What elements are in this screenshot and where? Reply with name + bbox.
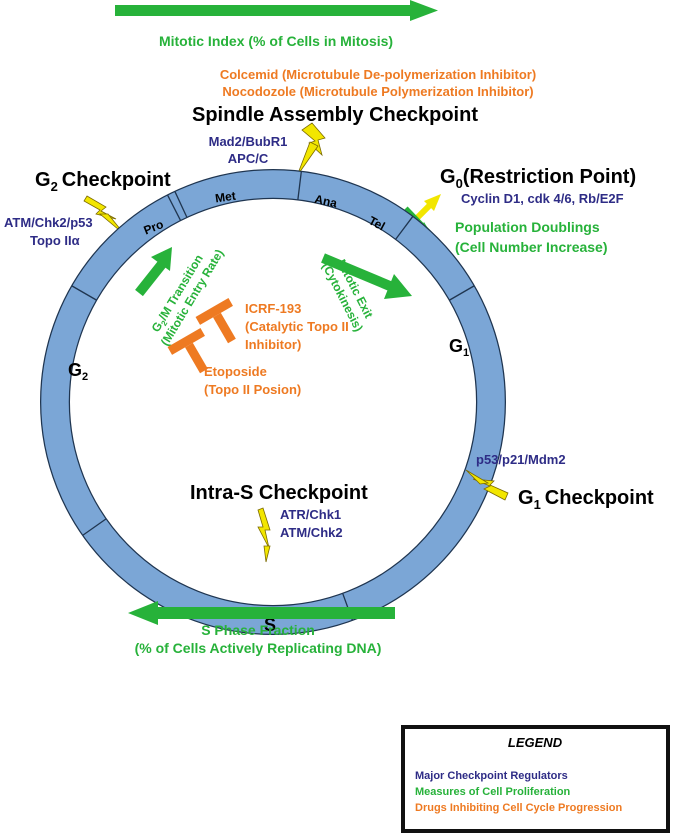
legend-item-proliferation: Measures of Cell Proliferation	[415, 786, 571, 798]
s-phase-fraction-label: S Phase Fraction	[201, 622, 315, 638]
phase-dividers	[71, 171, 475, 621]
g0-restriction-title: G0(Restriction Point)	[440, 166, 636, 191]
icrf-desc-2: Inhibitor)	[245, 337, 301, 352]
phase-divider	[449, 285, 475, 301]
phase-ana: Ana	[313, 192, 338, 210]
g2-regulator-2: Topo IIα	[30, 233, 80, 248]
phase-divider	[71, 285, 97, 301]
g1-lightning-icon-tail	[465, 469, 490, 485]
legend-title: LEGEND	[508, 735, 563, 750]
intra-s-regulator-2: ATM/Chk2	[280, 525, 343, 540]
phase-met: Met	[214, 189, 236, 206]
legend: LEGEND Major Checkpoint Regulators Measu…	[401, 725, 670, 833]
cell-cycle-ring	[40, 169, 506, 635]
spindle-regulator-2: APC/C	[228, 151, 269, 166]
phase-divider	[297, 171, 302, 200]
legend-item-drugs: Drugs Inhibiting Cell Cycle Progression	[415, 802, 622, 814]
spindle-checkpoint-title: Spindle Assembly Checkpoint	[192, 104, 478, 126]
intra-s-checkpoint-title: Intra-S Checkpoint	[190, 482, 368, 504]
icrf-desc-1: (Catalytic Topo II	[245, 319, 349, 334]
phase-divider	[395, 216, 414, 240]
phase-s: S	[264, 615, 276, 635]
intra-s-regulator-1: ATR/Chk1	[280, 507, 341, 522]
phase-tel: Tel	[366, 213, 387, 233]
g2m-transition-arrow	[135, 247, 172, 297]
g0-regulators: Cyclin D1, cdk 4/6, Rb/E2F	[461, 191, 624, 206]
colcemid-label: Colcemid (Microtubule De-polymerization …	[220, 67, 536, 82]
etoposide-inhibitor-icon	[167, 328, 208, 374]
s-phase-fraction-arrow	[128, 601, 395, 625]
icrf-label: ICRF-193	[245, 301, 301, 316]
phase-divider	[174, 191, 188, 218]
icrf-inhibitor-icon	[195, 298, 236, 344]
s-phase-fraction-sublabel: (% of Cells Actively Replicating DNA)	[135, 640, 382, 656]
etoposide-desc: (Topo II Posion)	[204, 382, 301, 397]
legend-item-regulators: Major Checkpoint Regulators	[415, 770, 568, 782]
intra-s-lightning-icon	[257, 507, 271, 549]
phase-g1: G1	[449, 336, 469, 359]
intra-s-lightning-icon-tail	[263, 545, 271, 563]
population-doublings-label: Population Doublings	[455, 219, 600, 235]
phase-divider	[167, 195, 181, 221]
population-doublings-sublabel: (Cell Number Increase)	[455, 239, 608, 255]
phase-divider	[82, 518, 107, 536]
mitotic-index-label: Mitotic Index (% of Cells in Mitosis)	[159, 33, 393, 49]
etoposide-label: Etoposide	[204, 364, 267, 379]
phase-pro: Pro	[142, 217, 166, 237]
phase-g2: G2	[68, 360, 88, 383]
mitotic-index-arrow	[115, 0, 438, 21]
spindle-regulator-1: Mad2/BubR1	[209, 134, 288, 149]
g1-regulators: p53/p21/Mdm2	[476, 452, 566, 467]
nocodozole-label: Nocodozole (Microtubule Polymerization I…	[222, 84, 533, 99]
mitotic-exit-arrow	[321, 253, 412, 299]
g2-regulator-1: ATM/Chk2/p53	[4, 215, 93, 230]
spindle-lightning-icon-tail	[296, 141, 319, 177]
